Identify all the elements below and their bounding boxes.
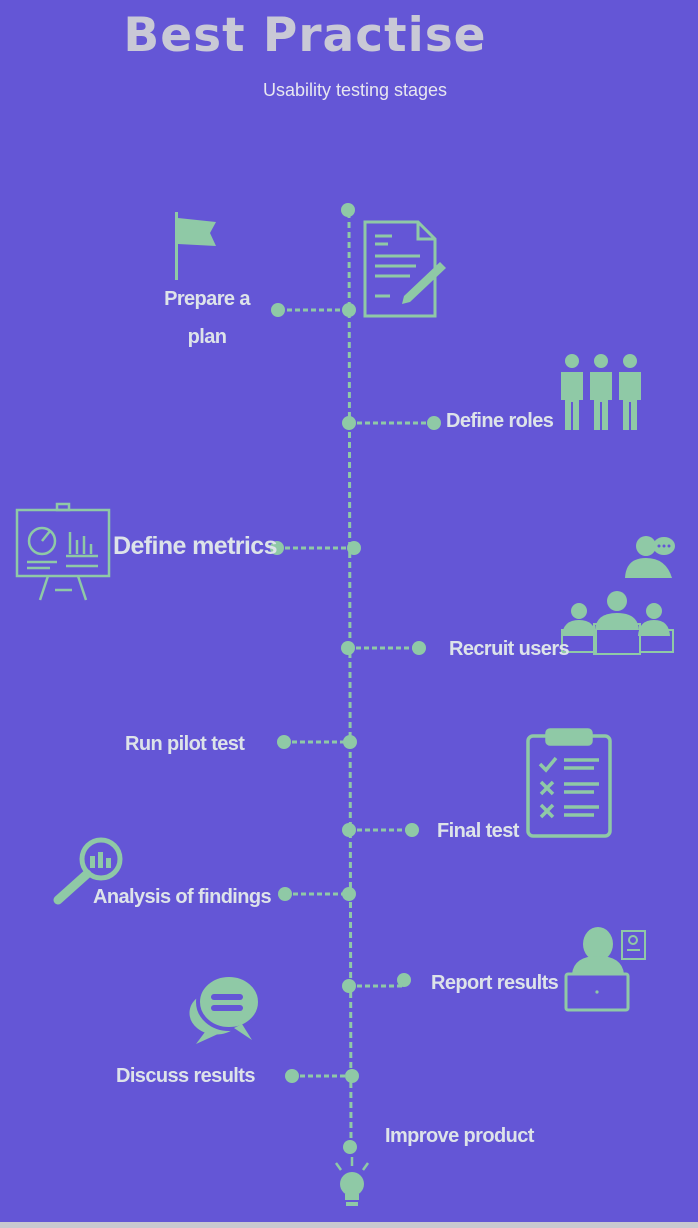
stage-analysis-findings-label: Analysis of findings — [93, 886, 272, 908]
stage-recruit-users-label: Recruit users — [449, 638, 570, 660]
flag-icon — [175, 212, 216, 280]
connector-define-metrics — [270, 541, 361, 555]
light-bulb-icon — [334, 1157, 370, 1206]
connector-final-test — [342, 823, 419, 837]
stage-improve-product-label: Improve product — [385, 1125, 534, 1147]
bottom-border — [0, 1222, 698, 1228]
stage-discuss-results-label: Discuss results — [116, 1065, 255, 1087]
support-agent-icon — [625, 536, 675, 578]
users-at-laptops-icon — [561, 591, 674, 655]
connector-prepare-plan — [271, 303, 356, 317]
magnifier-chart-icon — [53, 837, 123, 905]
presenter-laptop-icon — [564, 927, 646, 1012]
checklist-clipboard-icon — [526, 728, 612, 838]
stage-define-metrics-label: Define metrics — [113, 532, 277, 560]
stage-prepare-plan-label: Prepare a plan — [148, 280, 266, 356]
chat-bubbles-icon — [186, 973, 262, 1044]
document-pencil-icon — [363, 220, 446, 318]
connector-run-pilot-test — [277, 735, 357, 749]
presentation-board-icon — [15, 502, 111, 601]
connector-discuss-results — [285, 1069, 359, 1083]
timeline-start-node — [341, 203, 355, 217]
connector-analysis-findings — [278, 887, 356, 901]
stage-prepare-plan-line1: Prepare a — [164, 288, 250, 310]
stage-prepare-plan-line2: plan — [187, 326, 227, 348]
connector-define-roles — [342, 416, 441, 430]
page-subtitle: Usability testing stages — [262, 80, 448, 100]
page-title: Best Practise — [123, 8, 487, 63]
connector-recruit-users — [341, 641, 426, 655]
stage-run-pilot-test-label: Run pilot test — [125, 733, 245, 755]
stage-define-roles-label: Define roles — [446, 410, 554, 432]
stage-report-results-label: Report results — [431, 972, 559, 994]
stage-final-test-label: Final test — [437, 820, 519, 842]
connector-report-results — [342, 973, 411, 993]
timeline-end-node — [343, 1140, 357, 1154]
timeline-axis — [347, 211, 353, 1149]
team-icon — [561, 354, 641, 430]
